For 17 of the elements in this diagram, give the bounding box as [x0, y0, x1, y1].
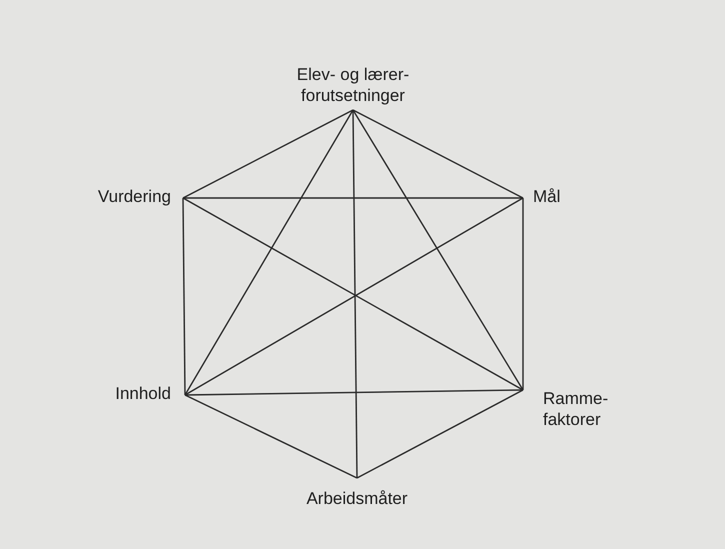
- connector-line: [182, 198, 186, 395]
- connector-line: [184, 110, 354, 396]
- connector-line: [352, 110, 358, 478]
- vertex-label: Elev- og lærer- forutsetninger: [296, 64, 410, 106]
- connector-line: [356, 389, 524, 479]
- vertex-label: Innhold: [114, 383, 171, 404]
- connector-line: [182, 109, 354, 199]
- connector-line: [352, 110, 524, 390]
- vertex-label: Vurdering: [96, 186, 171, 207]
- connector-line: [183, 197, 523, 199]
- connector-line: [522, 198, 524, 390]
- vertex-label: Arbeidsmåter: [305, 488, 409, 509]
- connector-line: [184, 389, 524, 396]
- vertex-label: Mål: [533, 186, 562, 207]
- connector-line: [184, 394, 358, 479]
- vertex-label: Ramme- faktorer: [543, 388, 610, 430]
- connector-line: [352, 109, 524, 199]
